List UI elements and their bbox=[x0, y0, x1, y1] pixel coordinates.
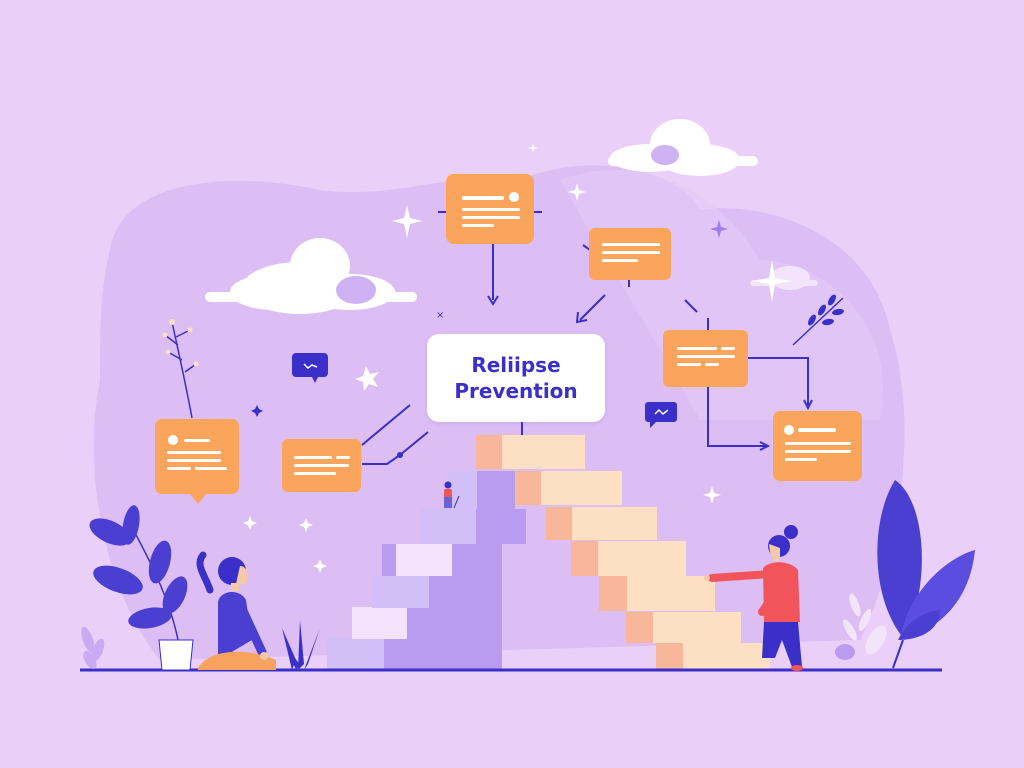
white-fern-icon bbox=[835, 593, 887, 660]
cloud-left bbox=[205, 238, 417, 314]
leaf-branch-icon bbox=[792, 294, 844, 346]
sparkle-blue-icon bbox=[251, 405, 263, 417]
large-leaf-plant-icon bbox=[877, 480, 975, 669]
label-line-2: Prevention bbox=[454, 379, 578, 403]
sparkle-icons bbox=[243, 143, 792, 573]
staircase-right bbox=[476, 435, 770, 670]
staircase-left bbox=[327, 471, 526, 670]
twig-buds bbox=[162, 319, 199, 367]
light-fern-icon bbox=[81, 626, 105, 670]
note-card-lower-right bbox=[773, 411, 862, 481]
chat-bubble-icon bbox=[292, 353, 328, 383]
note-card-left-center bbox=[282, 439, 361, 492]
star-icon bbox=[355, 366, 379, 391]
person-climbing bbox=[704, 525, 803, 671]
chat-bubble-icon bbox=[645, 402, 677, 428]
sparkle-purple-icon bbox=[710, 220, 728, 238]
note-card-upper-right bbox=[589, 228, 671, 280]
grass-tuft-icon bbox=[282, 620, 320, 670]
connector-node bbox=[397, 452, 403, 458]
cloud-top-right bbox=[608, 119, 758, 176]
note-card-right bbox=[663, 330, 748, 387]
connector-arrows bbox=[361, 211, 813, 465]
cross-mark-icon: × bbox=[436, 310, 444, 321]
person-sitting-meditating bbox=[196, 551, 276, 670]
label-line-1: Reliipse bbox=[471, 353, 561, 377]
relapse-prevention-label: Reliipse Prevention bbox=[427, 334, 605, 422]
note-card-left-speech bbox=[155, 419, 239, 504]
small-figure-icon bbox=[444, 481, 460, 509]
potted-plant-icon bbox=[89, 505, 194, 671]
note-card-top bbox=[446, 174, 534, 244]
